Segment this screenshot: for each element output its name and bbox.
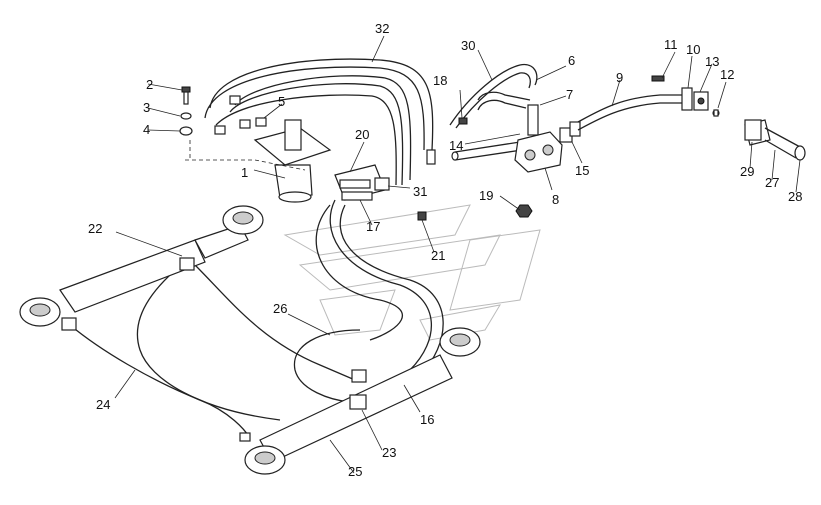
washer-3 xyxy=(180,112,192,120)
callout-24: 24 xyxy=(96,397,110,412)
callout-12: 12 xyxy=(720,67,734,82)
callout-17: 17 xyxy=(366,219,380,234)
hose-bundle-32 xyxy=(204,58,436,186)
callout-31: 31 xyxy=(413,184,427,199)
callout-11: 11 xyxy=(664,37,678,52)
callout-15: 15 xyxy=(575,163,589,178)
bolt-21 xyxy=(417,211,427,221)
callout-26: 26 xyxy=(273,301,287,316)
callout-25: 25 xyxy=(348,464,362,479)
bolt-18 xyxy=(458,117,468,125)
leader-lines xyxy=(114,35,801,474)
cylinder-22 xyxy=(19,205,264,331)
callout-22: 22 xyxy=(88,221,102,236)
callout-27: 27 xyxy=(765,175,779,190)
hose-24 xyxy=(69,261,356,439)
control-unit-1 xyxy=(185,119,332,203)
gasket-12 xyxy=(713,109,719,117)
hose-16-26 xyxy=(293,199,444,406)
callout-29: 29 xyxy=(740,164,754,179)
bolt-11 xyxy=(651,75,665,82)
callout-21: 21 xyxy=(431,248,445,263)
plate-29 xyxy=(744,119,762,141)
control-valve-block xyxy=(514,104,581,173)
callout-13: 13 xyxy=(705,54,719,69)
callout-labels: 1 2 3 4 5 6 7 8 9 10 11 12 13 14 15 16 1… xyxy=(88,21,802,479)
callout-9: 9 xyxy=(616,70,623,85)
callout-4: 4 xyxy=(143,122,150,137)
callout-14: 14 xyxy=(449,138,463,153)
callout-7: 7 xyxy=(566,87,573,102)
callout-5: 5 xyxy=(278,94,285,109)
callout-30: 30 xyxy=(461,38,475,53)
bolt-2 xyxy=(181,86,191,105)
watermark-logo xyxy=(283,204,541,341)
fittings-5 xyxy=(214,95,267,135)
nut-19 xyxy=(515,204,533,218)
callout-1: 1 xyxy=(241,165,248,180)
callout-18: 18 xyxy=(433,73,447,88)
callout-16: 16 xyxy=(420,412,434,427)
bracket-20 xyxy=(334,164,390,201)
flange-fitting-10-13 xyxy=(651,75,720,117)
callout-19: 19 xyxy=(479,188,493,203)
callout-8: 8 xyxy=(552,192,559,207)
callout-3: 3 xyxy=(143,100,150,115)
cylinder-25 xyxy=(239,327,481,475)
callout-32: 32 xyxy=(375,21,389,36)
pipe-9 xyxy=(577,94,690,131)
hose-30 xyxy=(449,63,538,129)
pipe-14 xyxy=(451,141,523,161)
callout-23: 23 xyxy=(382,445,396,460)
washer-4 xyxy=(179,126,193,136)
callout-2: 2 xyxy=(146,77,153,92)
callout-6: 6 xyxy=(568,53,575,68)
callout-10: 10 xyxy=(686,42,700,57)
callout-28: 28 xyxy=(788,189,802,204)
callout-20: 20 xyxy=(355,127,369,142)
